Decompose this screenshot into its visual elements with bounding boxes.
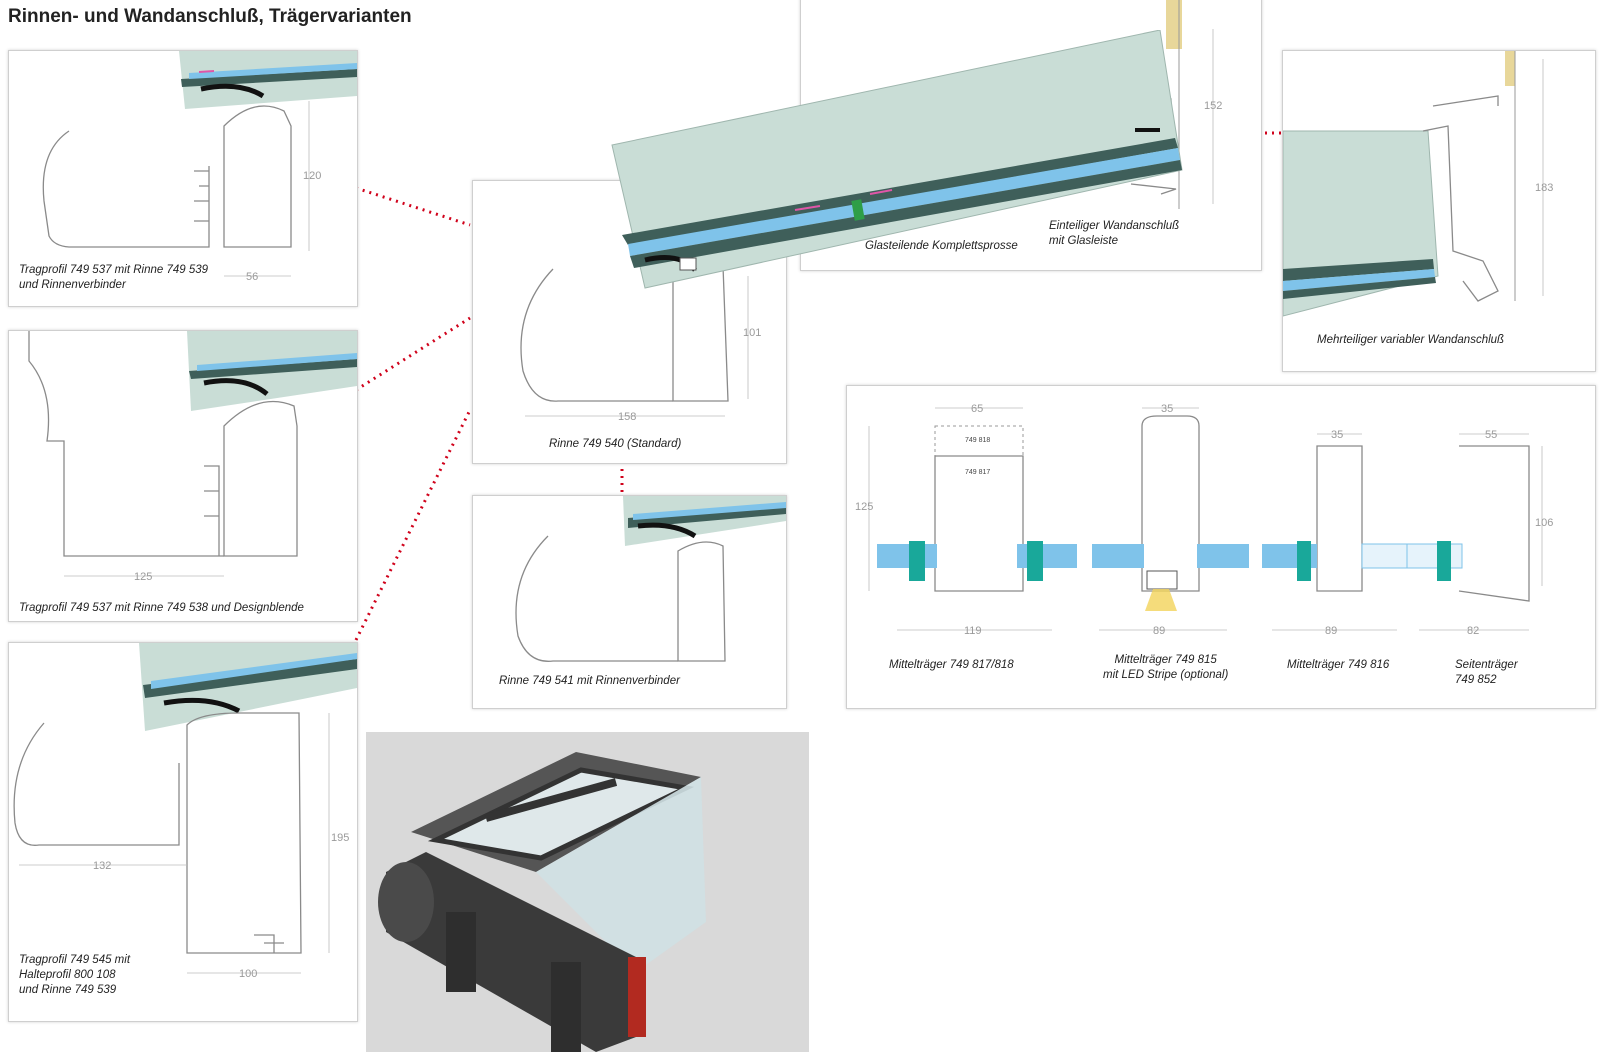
panel-mehrteiliger-wandanschluss: 183 Mehrteiliger variabler Wandanschluß (1282, 50, 1596, 372)
caption-line: Rinne 749 540 (Standard) (549, 438, 682, 450)
caption-line: Tragprofil 749 537 mit Rinne 749 539 (19, 264, 209, 276)
panel-tragprofil-545-halteprofil: 195 132 100 Tragprofil 749 545 mit Halte… (8, 642, 358, 1022)
caption-line: 749 852 (1455, 674, 1497, 686)
panel-tragprofil-537-rinne-538: 125 Tragprofil 749 537 mit Rinne 749 538… (8, 330, 358, 622)
caption-center: Rinne 749 540 (Standard) (549, 437, 681, 452)
caption-line: mit LED Stripe (optional) (1103, 669, 1229, 681)
caption-line: Halteprofil 800 108 (19, 969, 116, 981)
caption-line: Einteiliger Wandanschluß (1049, 220, 1180, 232)
panel-rinne-541-verbinder: Rinne 749 541 mit Rinnenverbinder (472, 495, 787, 709)
caption-line: Mittelträger 749 815 (1114, 654, 1217, 666)
caption-line: Rinne 749 541 mit Rinnenverbinder (499, 675, 680, 687)
caption-line: Mittelträger 749 817/818 (889, 659, 1014, 671)
caption-right: Mehrteiliger variabler Wandanschluß (1317, 333, 1504, 348)
caption-line: und Rinne 749 539 (19, 984, 117, 996)
caption-panel-2: Tragprofil 749 537 mit Rinne 749 538 und… (19, 601, 304, 616)
caption-top-left: Glasteilende Komplettsprosse (865, 239, 1018, 254)
panel-tragprofil-537-rinne-539: 120 56 Tragprofil 749 537 mit Rinne 749 … (8, 50, 358, 307)
caption-line: Tragprofil 749 545 mit (19, 954, 131, 966)
caption-line: Mittelträger 749 816 (1287, 659, 1390, 671)
glass-section-drawing (611, 30, 1183, 289)
caption-beam-3: Mittelträger 749 816 (1287, 658, 1389, 673)
caption-line: mit Glasleiste (1049, 235, 1119, 247)
caption-line: Seitenträger (1455, 659, 1518, 671)
caption-line: und Rinnenverbinder (19, 279, 126, 291)
caption-lower: Rinne 749 541 mit Rinnenverbinder (499, 674, 680, 689)
roof-3d-render (366, 732, 809, 1052)
caption-line: Glasteilende Komplettsprosse (865, 240, 1018, 252)
caption-beam-1: Mittelträger 749 817/818 (889, 658, 1014, 673)
caption-line: Tragprofil 749 537 mit Rinne 749 538 und… (19, 602, 304, 614)
caption-beam-2: Mittelträger 749 815 mit LED Stripe (opt… (1103, 653, 1228, 683)
caption-beam-4: Seitenträger 749 852 (1455, 658, 1518, 688)
caption-panel-3: Tragprofil 749 545 mit Halteprofil 800 1… (19, 953, 130, 998)
page-title: Rinnen- und Wandanschluß, Trägervariante… (8, 6, 412, 27)
caption-top-right: Einteiliger Wandanschluß mit Glasleiste (1049, 219, 1179, 249)
caption-panel-1: Tragprofil 749 537 mit Rinne 749 539 und… (19, 263, 208, 293)
caption-line: Mehrteiliger variabler Wandanschluß (1317, 334, 1505, 346)
panel-traegervarianten: 65 125 35 35 55 106 119 89 89 82 749 818… (846, 385, 1596, 709)
